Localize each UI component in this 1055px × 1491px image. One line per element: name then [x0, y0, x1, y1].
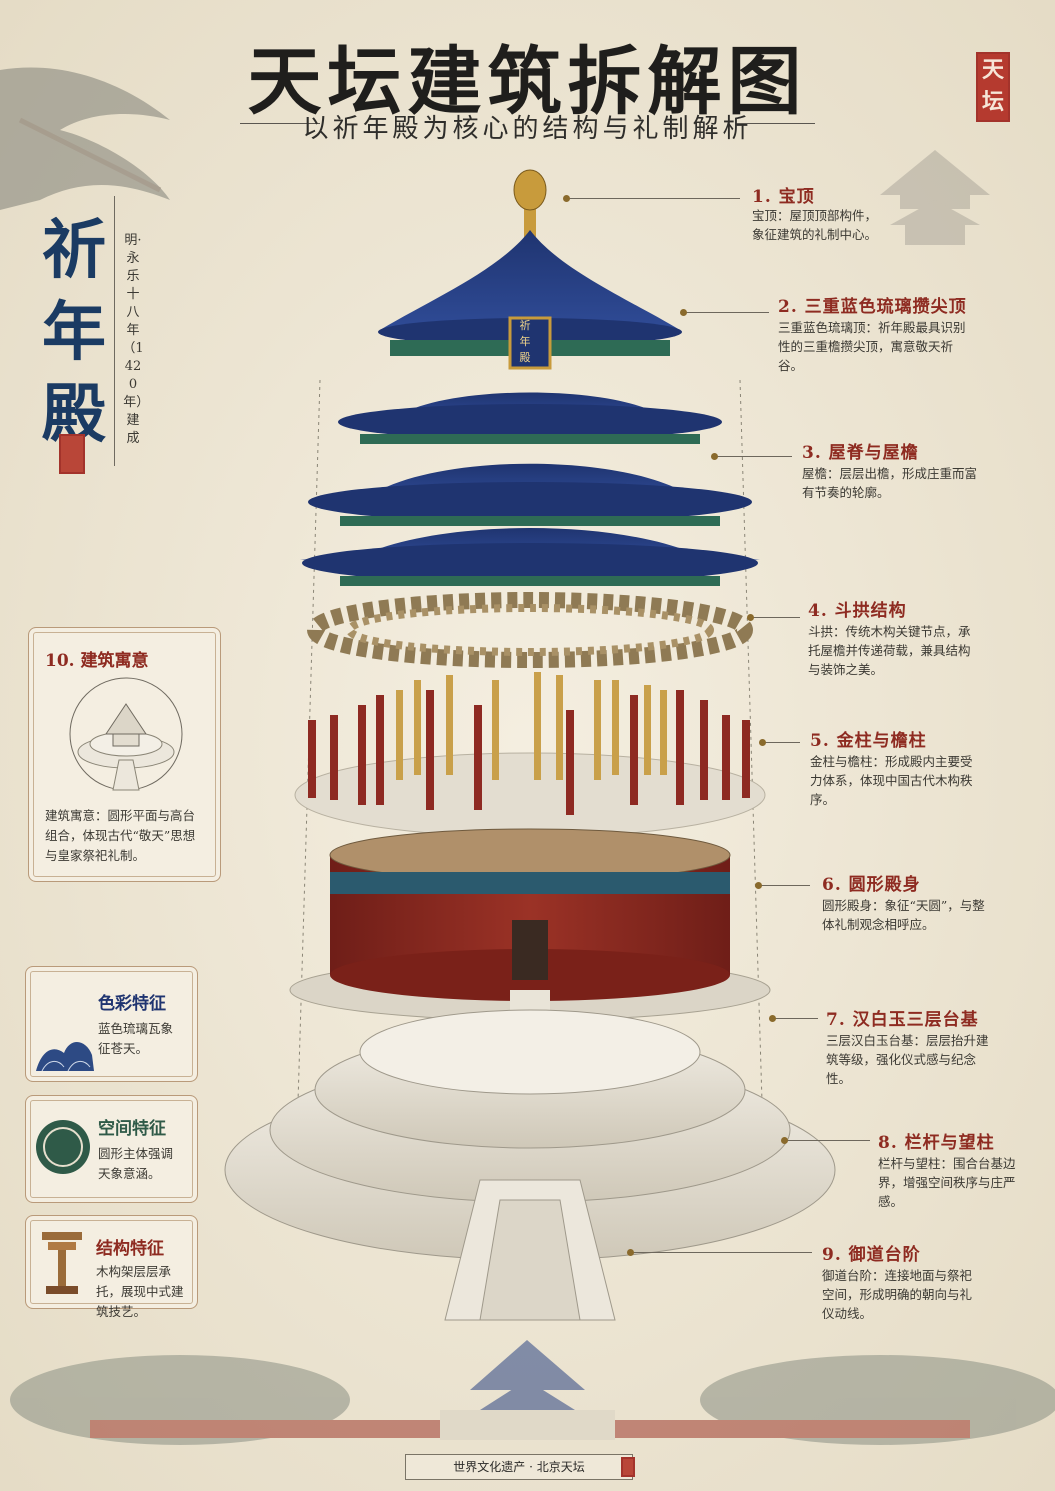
exploded-temple-illustration — [224, 169, 836, 1321]
callout-4-dot — [747, 614, 754, 621]
callout-2-desc: 三重蓝色琉璃顶：祈年殿最具识别性的三重檐攒尖顶，寓意敬天祈谷。 — [778, 320, 966, 373]
footer-seal — [621, 1457, 635, 1477]
callout-3-dot — [711, 453, 718, 460]
callout-7-desc: 三层汉白玉台基：层层抬升建筑等级，强化仪式感与纪念性。 — [826, 1033, 989, 1086]
callout-6-dot — [755, 882, 762, 889]
small-seal — [59, 434, 85, 474]
callout-3-desc: 屋檐：层层出檐，形成庄重而富有节奏的轮廓。 — [802, 466, 978, 500]
meaning-panel: 10. 建筑寓意 建筑寓意：圆形平面与高台组合，体现古代“敬天”思想与皇家祭祀礼… — [28, 627, 221, 882]
callout-9-label: 9. 御道台阶 — [822, 1245, 921, 1265]
color-panel-title: 色彩特征 — [98, 994, 166, 1014]
callout-2-label: 2. 三重蓝色琉璃攒尖顶 — [778, 297, 967, 317]
callout-1-dot — [563, 195, 570, 202]
callout-2-dot — [680, 309, 687, 316]
side-divider — [114, 196, 115, 466]
callout-8-desc: 栏杆与望柱：围合台基边界，增强空间秩序与庄严感。 — [878, 1156, 1016, 1209]
callout-5-desc: 金柱与檐柱：形成殿内主要受力体系，体现中国古代木构秩序。 — [810, 754, 973, 807]
structure-panel-text: 木构架层层承托，展现中式建筑技艺。 — [96, 1264, 184, 1319]
space-panel-text: 圆形主体强调天象意涵。 — [98, 1146, 174, 1181]
callout-6-leader — [760, 885, 810, 886]
callout-5-dot — [759, 739, 766, 746]
callout-3-leader — [716, 456, 792, 457]
callout-2-leader — [685, 312, 769, 313]
marble-terraces — [224, 1009, 836, 1321]
space-panel-title: 空间特征 — [98, 1119, 166, 1139]
column-layer — [294, 672, 766, 838]
dougong-ring — [307, 592, 753, 668]
pine-tree-left — [0, 67, 170, 210]
roof-tier-4 — [300, 528, 760, 586]
roof-tier-3 — [308, 463, 752, 526]
subtitle-rule-right — [735, 123, 815, 124]
plaque: 祈年殿 — [519, 319, 531, 364]
vertical-note: 明·永乐十八年（1420年）建成 — [122, 233, 144, 446]
color-panel-text: 蓝色琉璃瓦象征苍天。 — [98, 1021, 174, 1056]
callout-7-leader — [774, 1018, 818, 1019]
footer-label: 世界文化遗产 · 北京天坛 — [405, 1454, 633, 1480]
title-seal: 天坛 — [976, 52, 1010, 122]
finial — [513, 169, 547, 238]
callout-6-desc: 圆形殿身：象征“天圆”，与整体礼制观念相呼应。 — [822, 898, 985, 932]
callout-7-label: 7. 汉白玉三层台基 — [826, 1010, 979, 1030]
subtitle-rule-left — [240, 123, 320, 124]
callout-1-desc: 宝顶：屋顶顶部构件，象征建筑的礼制中心。 — [752, 208, 878, 242]
bottom-landscape — [10, 1340, 1055, 1445]
cloud-wave-icon — [36, 1041, 94, 1072]
callout-4-desc: 斗拱：传统木构关键节点，承托屋檐并传递荷载，兼具结构与装饰之美。 — [808, 624, 971, 677]
circle-jade-icon — [36, 1120, 90, 1174]
meaning-diagram — [69, 677, 183, 791]
callout-1-leader — [568, 198, 740, 199]
structure-panel-title: 结构特征 — [96, 1239, 164, 1259]
space-panel: 空间特征 圆形主体强调天象意涵。 — [25, 1095, 198, 1203]
vertical-title: 祈年殿 — [42, 213, 106, 452]
callout-1-label: 1. 宝顶 — [752, 187, 815, 207]
drum-wall — [289, 828, 771, 1030]
callout-9-desc: 御道台阶：连接地面与祭祀空间，形成明确的朝向与礼仪动线。 — [822, 1268, 973, 1321]
callout-8-label: 8. 栏杆与望柱 — [878, 1133, 995, 1153]
bracket-icon — [42, 1232, 82, 1294]
callout-5-leader — [764, 742, 800, 743]
color-panel: 色彩特征 蓝色琉璃瓦象征苍天。 — [25, 966, 198, 1082]
callout-4-label: 4. 斗拱结构 — [808, 601, 907, 621]
meaning-panel-title: 10. 建筑寓意 — [45, 651, 149, 671]
callout-5-label: 5. 金柱与檐柱 — [810, 731, 927, 751]
callout-6-label: 6. 圆形殿身 — [822, 875, 921, 895]
roof-tier-1 — [378, 230, 682, 370]
callout-8-dot — [781, 1137, 788, 1144]
callout-8-leader — [786, 1140, 870, 1141]
callout-4-leader — [752, 617, 800, 618]
faint-temple-right — [880, 150, 990, 245]
callout-9-leader — [632, 1252, 812, 1253]
structure-panel: 结构特征 木构架层层承托，展现中式建筑技艺。 — [25, 1215, 198, 1319]
callout-7-dot — [769, 1015, 776, 1022]
callout-3-label: 3. 屋脊与屋檐 — [802, 443, 919, 463]
page-subtitle: 以祈年殿为核心的结构与礼制解析 — [302, 114, 753, 144]
meaning-panel-text: 建筑寓意：圆形平面与高台组合，体现古代“敬天”思想与皇家祭祀礼制。 — [45, 808, 196, 863]
page-title: 天坛建筑拆解图 — [247, 39, 808, 125]
callout-9-dot — [627, 1249, 634, 1256]
roof-tier-2 — [338, 392, 722, 444]
